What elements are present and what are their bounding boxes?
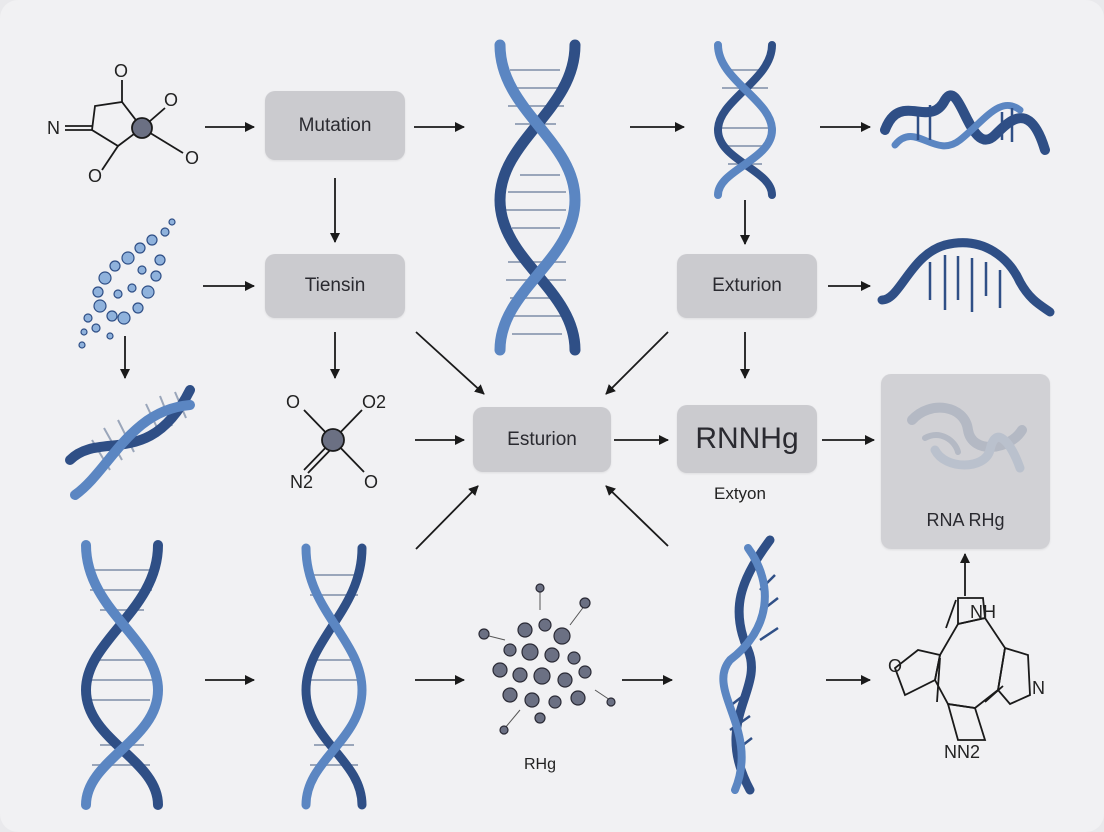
process-box-mutation: Mutation <box>265 91 405 160</box>
dna-helix-bottom-fourth <box>719 535 779 795</box>
rna-ribbon-arc <box>877 238 1055 317</box>
label-extyon: Extyon <box>714 484 766 503</box>
atom-m3-o: O <box>888 656 903 676</box>
process-label-mutation: Mutation <box>298 114 372 136</box>
atom-m1-o-right: O <box>164 90 179 110</box>
arrow-helix-to-esturion-up2 <box>605 485 669 547</box>
atom-m1-n: N <box>47 118 60 138</box>
rna-ribbon-top-right <box>880 90 1050 155</box>
arrow-helix-to-esturion-up <box>415 485 479 550</box>
arrows <box>120 122 970 685</box>
process-box-exturion: Exturion <box>677 254 817 318</box>
arrow-tiensin-to-esturion <box>415 331 485 395</box>
arrow-helix-to-esturion <box>605 331 669 395</box>
molecule-node-x <box>303 409 365 474</box>
atom-m3-nn2: NN2 <box>944 742 981 762</box>
process-label-esturion: Esturion <box>507 428 577 450</box>
atom-m3-nh: NH <box>970 602 996 622</box>
molecule-bottom-right <box>893 597 1031 741</box>
dna-helix-center <box>494 39 581 356</box>
process-label-exturion: Exturion <box>712 275 782 296</box>
process-label-tiensin: Tiensin <box>304 275 366 296</box>
atom-m1-o-top: O <box>114 61 129 81</box>
dna-helix-top-right <box>713 41 777 199</box>
process-label-rna-rhg: RNA RHg <box>926 510 1005 530</box>
atom-m2-o-bottom: O <box>364 472 379 492</box>
process-box-esturion: Esturion <box>473 407 611 472</box>
atom-m1-o-bottom: O <box>88 166 103 186</box>
atom-m2-o2: O2 <box>362 392 387 412</box>
label-rhg: RHg <box>524 756 557 773</box>
particle-cluster-center <box>478 583 616 735</box>
process-box-tiensin: Tiensin <box>265 254 405 318</box>
atom-m3-n: N <box>1032 678 1045 698</box>
atom-m2-o-left: O <box>286 392 301 412</box>
process-box-rna-rhg: RNA RHg <box>881 374 1050 549</box>
atom-m1-o-right2: O <box>185 148 200 168</box>
particle-cluster-left <box>78 218 176 349</box>
dna-helix-left-middle <box>65 385 195 500</box>
dna-helix-bottom-second <box>301 543 367 810</box>
atom-m2-n2: N2 <box>290 472 314 492</box>
dna-helix-bottom-left <box>80 540 164 810</box>
process-box-rnnhg: RNNHg <box>677 405 817 473</box>
molecule-top-left <box>65 80 184 171</box>
process-label-rnnhg: RNNHg <box>695 422 799 455</box>
